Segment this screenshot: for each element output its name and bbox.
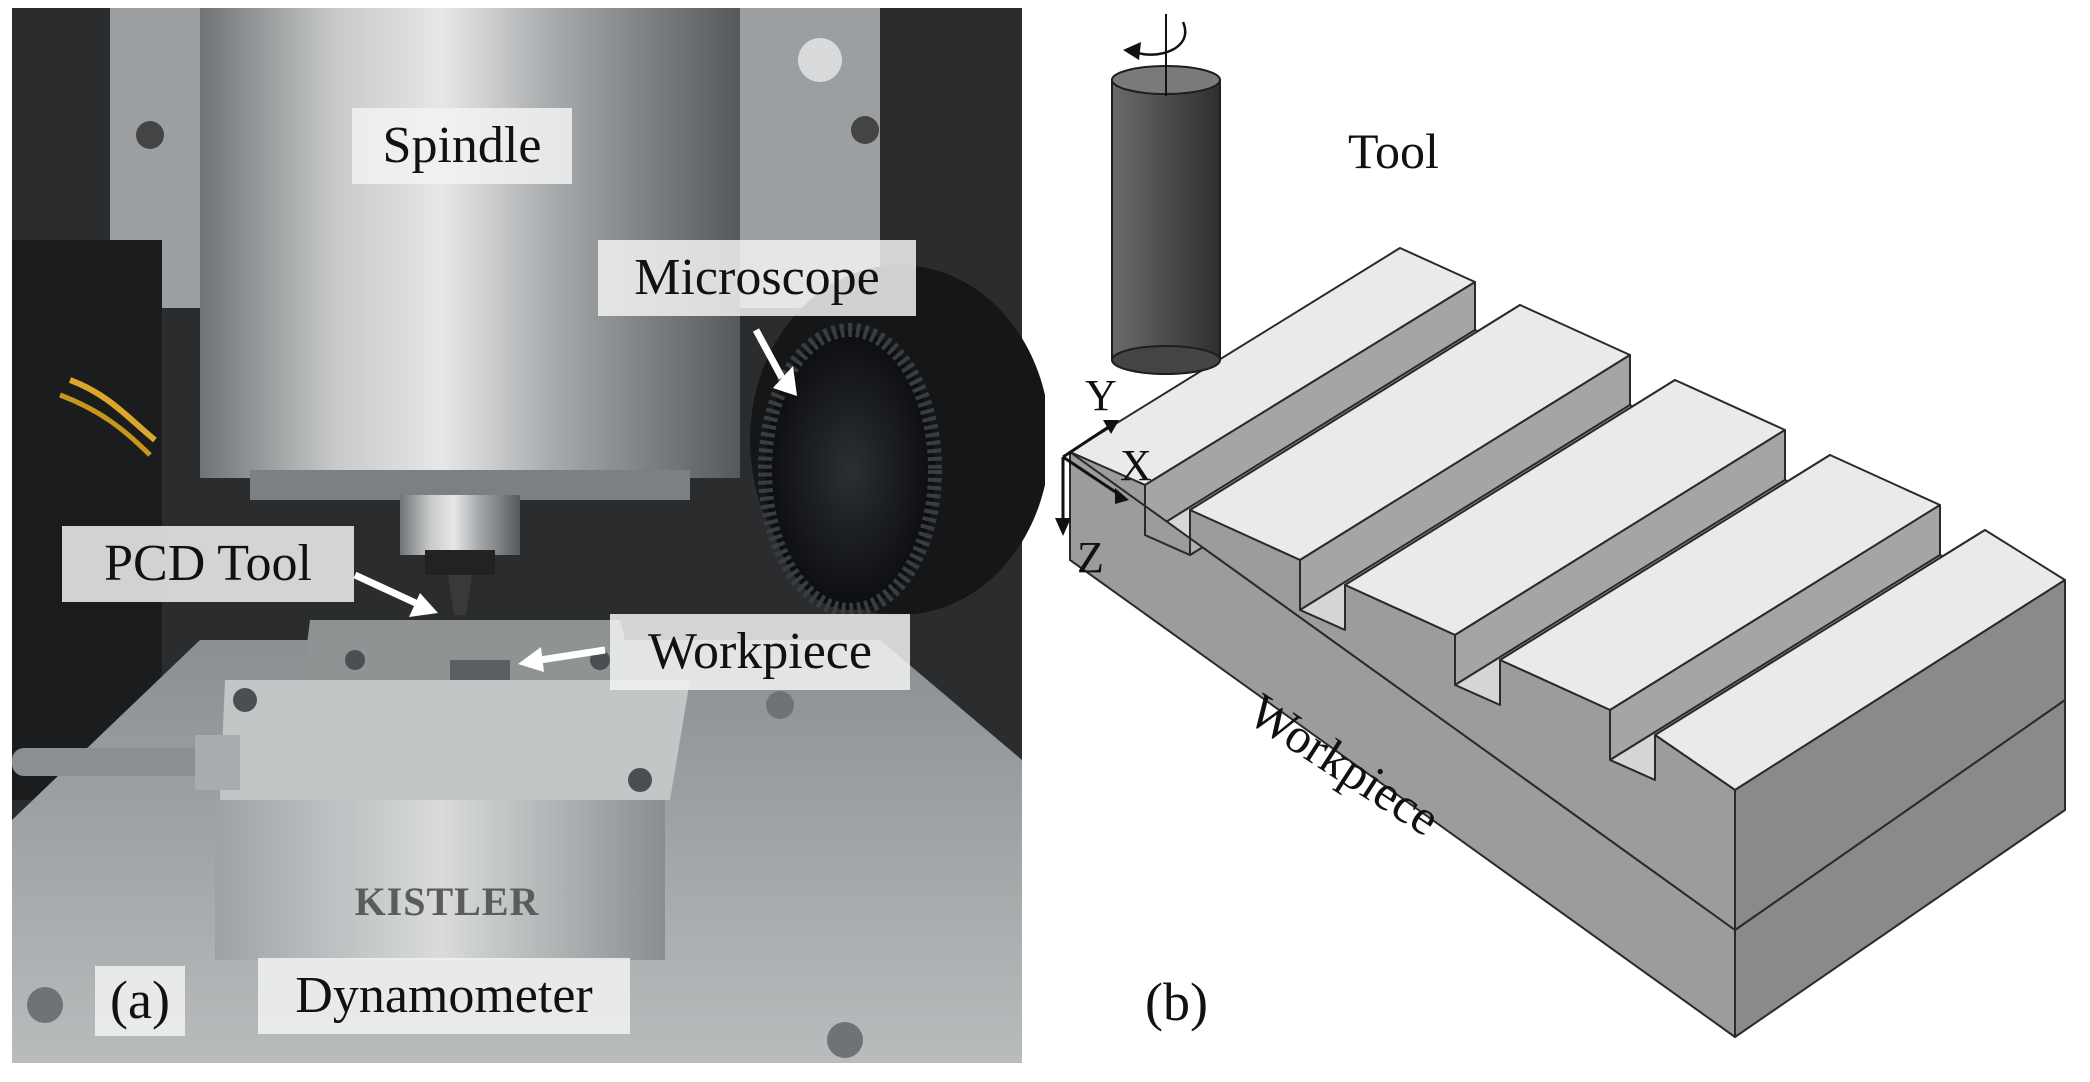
microscope-label: Microscope <box>634 249 879 306</box>
workpiece-arrow <box>539 646 606 664</box>
plate-bolt <box>827 1022 863 1058</box>
coordinate-axes <box>1055 420 1129 536</box>
tool-cylinder-body <box>1111 79 1221 361</box>
microscope-label-box <box>598 240 916 316</box>
workpiece-profile-face <box>1069 451 1736 931</box>
workpiece-label-photo: Workpiece <box>648 623 872 680</box>
tool-cylinder-bottom <box>1111 345 1221 375</box>
yellow-cable <box>68 377 157 443</box>
dynamometer-top <box>220 680 690 800</box>
x-axis-line <box>1062 455 1124 499</box>
y-axis-arrow-icon <box>1103 420 1119 434</box>
panel-b-label: (b) <box>1145 972 1208 1032</box>
workpiece-label-box <box>610 614 910 690</box>
x-axis-arrow-icon <box>1115 488 1129 504</box>
dynamometer-body <box>215 800 665 960</box>
pcd-tool-label-box <box>62 526 354 602</box>
microscope-arrow <box>752 328 786 380</box>
y-axis-label: Y <box>1085 371 1117 420</box>
tool-holder-ring <box>425 550 495 575</box>
kistler-logo: KISTLER <box>355 879 540 924</box>
screw-hole <box>136 121 164 149</box>
tool-label: Tool <box>1348 123 1439 179</box>
screw-cap <box>798 38 842 82</box>
plate-bolt <box>27 987 63 1023</box>
dynamometer-label: Dynamometer <box>295 967 592 1024</box>
panel-a-label: (a) <box>110 970 170 1030</box>
rotation-arrowhead-icon <box>1123 42 1141 60</box>
dynamometer-label-box <box>258 958 630 1034</box>
x-axis-label: X <box>1120 441 1152 490</box>
dynamometer-cable <box>12 748 212 776</box>
spindle-label: Spindle <box>383 117 542 174</box>
callout-arrows <box>353 328 797 672</box>
z-axis-arrow-icon <box>1055 518 1071 536</box>
pcd-tool-label: PCD Tool <box>104 535 312 592</box>
screw-hole <box>851 116 879 144</box>
panel-b-schematic: Tool Workpiece Y X Z (b) <box>1045 0 2090 1077</box>
tool-holder <box>400 495 520 555</box>
y-axis-line <box>1062 424 1111 459</box>
microscope-lens-ring <box>758 323 942 617</box>
pcd-tool-tip <box>448 575 472 615</box>
plate-bolt <box>766 691 794 719</box>
spindle-label-box <box>352 108 572 184</box>
pcd-tool-arrow <box>353 571 422 609</box>
tool <box>1111 65 1221 375</box>
panel-a-photo: KISTLER Spindle Microscope PCD Tool Work… <box>0 0 1050 1077</box>
rotation-arrow-icon <box>1134 21 1187 56</box>
panel-a-label-box <box>95 966 185 1036</box>
workpiece-block <box>1069 247 2066 1038</box>
z-axis-label: Z <box>1077 533 1104 582</box>
